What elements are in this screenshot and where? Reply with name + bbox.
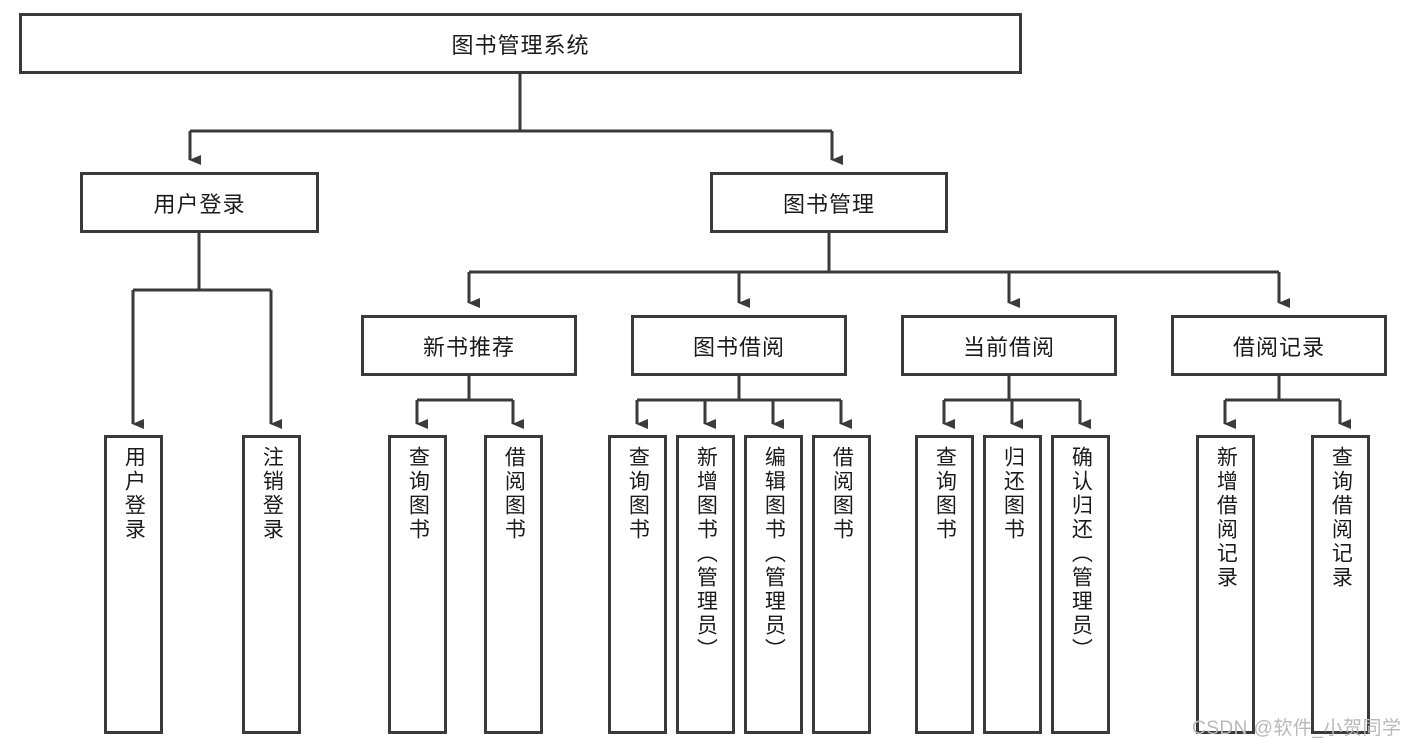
leaf-label: 注销登录	[260, 446, 284, 542]
node-borrow-record-label: 借阅记录	[1232, 334, 1325, 360]
leaf-label: 借阅图书	[830, 446, 854, 542]
node-user-login[interactable]: 用户登录	[80, 172, 319, 233]
leaf-current-confirm-return-admin[interactable]: 确认归还（管理员）	[1051, 435, 1110, 734]
leaf-label: 新增借阅记录	[1214, 446, 1238, 590]
leaf-borrow-query-book[interactable]: 查询图书	[608, 435, 667, 734]
node-book-management-label: 图书管理	[782, 191, 875, 217]
leaf-label: 确认归还（管理员）	[1069, 446, 1093, 662]
leaf-new-book-borrow[interactable]: 借阅图书	[484, 435, 543, 734]
leaf-record-add[interactable]: 新增借阅记录	[1196, 435, 1255, 734]
leaf-label: 借阅图书	[502, 446, 526, 542]
node-book-management[interactable]: 图书管理	[710, 172, 948, 233]
leaf-label: 编辑图书（管理员）	[762, 446, 786, 662]
leaf-borrow-borrow-book[interactable]: 借阅图书	[812, 435, 871, 734]
leaf-borrow-edit-book-admin[interactable]: 编辑图书（管理员）	[744, 435, 803, 734]
leaf-label: 新增图书（管理员）	[694, 446, 718, 662]
leaf-label: 查询图书	[406, 446, 430, 542]
leaf-label: 归还图书	[1001, 446, 1025, 542]
leaf-label: 用户登录	[122, 446, 146, 542]
leaf-label: 查询图书	[933, 446, 957, 542]
leaf-label: 查询图书	[626, 446, 650, 542]
node-root[interactable]: 图书管理系统	[19, 13, 1022, 74]
leaf-label: 查询借阅记录	[1329, 446, 1353, 590]
node-new-book-recommend-label: 新书推荐	[422, 334, 515, 360]
node-user-login-label: 用户登录	[153, 191, 246, 217]
node-new-book-recommend[interactable]: 新书推荐	[361, 315, 577, 376]
leaf-borrow-add-book-admin[interactable]: 新增图书（管理员）	[676, 435, 735, 734]
leaf-user-login-signin[interactable]: 用户登录	[104, 435, 163, 734]
leaf-current-query-book[interactable]: 查询图书	[915, 435, 974, 734]
node-root-label: 图书管理系统	[451, 32, 590, 58]
leaf-new-book-query[interactable]: 查询图书	[388, 435, 447, 734]
node-borrow-record[interactable]: 借阅记录	[1171, 315, 1387, 376]
leaf-user-login-signout[interactable]: 注销登录	[242, 435, 301, 734]
node-book-borrow[interactable]: 图书借阅	[631, 315, 847, 376]
watermark-text: CSDN @软件_小贺同学	[1192, 718, 1402, 739]
node-book-borrow-label: 图书借阅	[692, 334, 785, 360]
node-current-borrow[interactable]: 当前借阅	[901, 315, 1117, 376]
leaf-record-query[interactable]: 查询借阅记录	[1311, 435, 1370, 734]
leaf-current-return-book[interactable]: 归还图书	[983, 435, 1042, 734]
node-current-borrow-label: 当前借阅	[962, 334, 1055, 360]
